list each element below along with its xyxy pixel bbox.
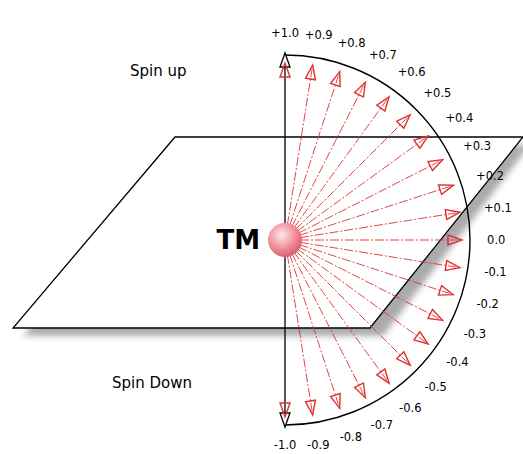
value-label: +0.4 xyxy=(445,111,473,125)
value-label: +0.8 xyxy=(338,36,366,50)
spin-vector xyxy=(285,100,387,240)
vector-arrowhead xyxy=(414,332,428,344)
vector-arrowhead xyxy=(331,393,341,408)
spin-vector xyxy=(285,240,456,267)
spin-vector xyxy=(285,240,407,362)
value-label: -0.4 xyxy=(446,355,468,369)
spin-vector xyxy=(285,240,425,342)
vector-arrowhead xyxy=(438,185,453,195)
vector-arrowhead xyxy=(445,261,460,271)
vector-arrowhead xyxy=(280,403,290,417)
spin-vector xyxy=(285,240,338,405)
spin-vector xyxy=(285,240,439,319)
axis-label: Spin Down xyxy=(112,374,192,392)
ion-sphere xyxy=(268,223,302,257)
value-label: -0.3 xyxy=(464,327,486,341)
vector-arrowhead xyxy=(377,369,389,383)
vector-arrowhead xyxy=(397,115,410,128)
vector-arrowhead xyxy=(306,65,316,80)
value-label: -0.5 xyxy=(424,380,446,394)
value-label: -1.0 xyxy=(274,438,296,452)
vector-arrowhead xyxy=(377,97,389,111)
spin-vector xyxy=(285,240,458,241)
value-label: -0.9 xyxy=(307,438,329,452)
value-label: +0.9 xyxy=(305,28,333,42)
vector-arrowhead xyxy=(306,400,316,415)
axis-line xyxy=(284,65,285,240)
spin-vector xyxy=(285,138,425,240)
value-label: -0.1 xyxy=(484,265,506,279)
vector-arrowhead xyxy=(355,383,366,398)
value-label: -0.6 xyxy=(399,401,421,415)
spin-vector xyxy=(285,86,364,240)
axis-line xyxy=(284,240,285,415)
ion-circle: TM xyxy=(185,220,305,260)
vector-arrowhead xyxy=(448,235,462,245)
spin-vector xyxy=(285,240,312,411)
value-label: +0.1 xyxy=(484,201,512,215)
vector-arrowhead xyxy=(355,82,366,97)
value-label: 0.0 xyxy=(487,233,505,247)
spin-vector xyxy=(285,213,456,240)
spin-vector xyxy=(285,118,407,240)
spin-vector xyxy=(285,240,387,380)
vector-arrowhead xyxy=(428,310,443,321)
value-label: +0.6 xyxy=(398,65,426,79)
vector-arrowhead xyxy=(445,210,460,220)
vector-arrowhead xyxy=(428,160,443,171)
value-label: +0.3 xyxy=(463,139,491,153)
spin-vector xyxy=(285,75,338,240)
value-label: +1.0 xyxy=(271,26,299,40)
vector-arrowhead xyxy=(438,286,453,296)
value-label: -0.8 xyxy=(340,430,362,444)
ion-label: TM xyxy=(216,225,260,255)
vector-arrowhead xyxy=(331,72,341,87)
vector-arrowhead xyxy=(414,136,428,148)
vector-arrowhead xyxy=(397,352,410,365)
spin-vector xyxy=(285,187,450,240)
vector-arrowhead xyxy=(280,63,290,77)
value-label: +0.7 xyxy=(369,48,397,62)
value-label: +0.2 xyxy=(476,169,504,183)
spin-vector xyxy=(285,240,450,293)
spin-arc xyxy=(285,55,470,425)
axis-label: Spin up xyxy=(130,62,187,80)
value-label: -0.2 xyxy=(476,297,498,311)
value-label: +0.5 xyxy=(423,86,451,100)
spin-vector xyxy=(285,69,312,240)
value-label: -0.7 xyxy=(371,418,393,432)
